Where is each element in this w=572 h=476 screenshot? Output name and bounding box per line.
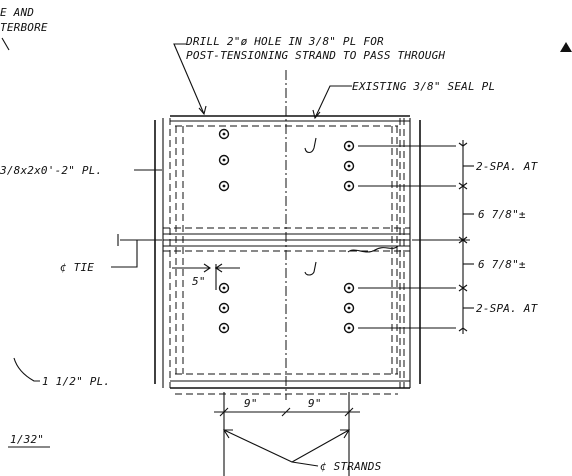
- drill-leader: [173, 43, 205, 115]
- strands-leader: [223, 429, 350, 463]
- bolt-group-lower-left: [218, 282, 230, 334]
- right-spa-top: 2-SPA. AT: [476, 160, 539, 173]
- dim-5-label: 5": [192, 275, 206, 288]
- right-dim-tick: [458, 142, 468, 147]
- dim-9-tick: [281, 407, 291, 417]
- seal-leader-arrow: [312, 109, 321, 120]
- thick-plate-leader: [13, 357, 40, 382]
- note-top-left-1: E AND: [0, 6, 34, 19]
- right-dim-tick: [458, 327, 468, 332]
- weld-j-icon: [304, 137, 317, 154]
- leader-top-left: [1, 37, 10, 51]
- right-dim-tick: [458, 287, 468, 292]
- right-dim-tick: [458, 185, 468, 190]
- thick-plate-label: 1 1/2" PL.: [42, 375, 110, 388]
- tie-label: ¢ TIE: [60, 261, 94, 274]
- break-line: [347, 245, 399, 253]
- weld-j-icon: [304, 261, 317, 276]
- strands-label: ¢ STRANDS: [320, 460, 382, 473]
- plate-label: 3/8x2x0'-2" PL.: [0, 164, 102, 177]
- drill-note-2: POST-TENSIONING STRAND TO PASS THROUGH: [186, 49, 445, 62]
- bolt-group-lower-right: [343, 282, 355, 334]
- dim-5-arrow-left: [203, 263, 211, 273]
- dim-9-left: 9": [244, 397, 258, 410]
- note-top-left-2: TERBORE: [0, 21, 48, 34]
- strands-leader-tail: [291, 461, 319, 467]
- seal-leader: [314, 85, 352, 119]
- bolt-group-upper-right: [343, 140, 355, 192]
- right-678-top: 6 7/8"±: [478, 208, 526, 221]
- dim-9-tick: [344, 407, 354, 417]
- drill-note-1: DRILL 2"ø HOLE IN 3/8" PL FOR: [185, 35, 384, 48]
- bolt-group-upper-left: [218, 128, 230, 192]
- revision-triangle-icon: [560, 42, 572, 52]
- right-spa-bottom: 2-SPA. AT: [476, 302, 539, 315]
- seal-plate-note: EXISTING 3/8" SEAL PL: [352, 80, 495, 93]
- strands-arrow-left: [223, 429, 233, 439]
- dim-9-right: 9": [308, 397, 322, 410]
- right-678-bottom: 6 7/8"±: [478, 258, 526, 271]
- dim-5-arrow-right: [215, 263, 223, 273]
- right-dim-tick: [458, 239, 468, 244]
- dim-9-tick: [219, 407, 229, 417]
- drill-leader-arrow: [198, 105, 207, 116]
- bottom-left-note: 1/32": [10, 433, 44, 446]
- strands-arrow-right: [340, 429, 350, 439]
